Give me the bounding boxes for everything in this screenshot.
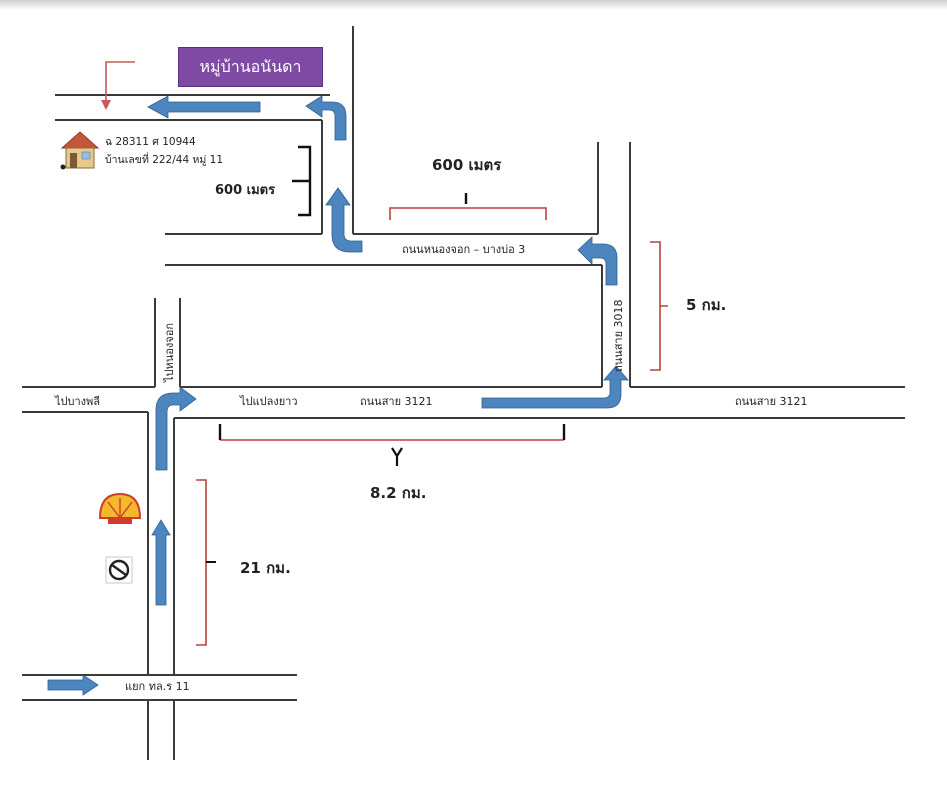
route-arrows	[47, 61, 629, 696]
arrow-right-bottom	[47, 674, 99, 696]
distance-brackets	[196, 145, 668, 646]
label-upper-road: ถนนหนองจอก – บางบ่อ 3	[402, 243, 525, 256]
pointer-arrowhead	[101, 100, 111, 110]
label-road-3018: ถนนสาย 3018	[612, 299, 625, 372]
gas-station-icon	[105, 556, 133, 584]
arrow-left-top	[147, 95, 261, 119]
bracket-top-600m	[389, 207, 547, 220]
label-road-3121-right: ถนนสาย 3121	[735, 395, 808, 408]
label-intersection: แยก ทล.ร 11	[125, 680, 190, 693]
label-to-nong-chok: ไปหนองจอก	[163, 323, 176, 383]
bracket-5km	[650, 241, 668, 371]
arrow-up-village-lower	[325, 187, 363, 253]
arrow-turn-left-upper	[577, 236, 618, 286]
bracket-8km-ends	[218, 424, 566, 440]
house-icon	[60, 131, 100, 170]
arrow-turn-up-3018	[481, 365, 629, 409]
brace-house-600m	[292, 145, 312, 217]
pointer-to-house	[105, 61, 135, 105]
bracket-8km-tick	[391, 447, 403, 466]
arrow-turn-right-3121	[155, 386, 197, 471]
label-distance-8km: 8.2 กม.	[370, 484, 426, 502]
bracket-21km	[196, 479, 207, 646]
village-sign: หมู่บ้านอนันดา	[178, 47, 323, 87]
label-road-3121-left: ถนนสาย 3121	[360, 395, 433, 408]
roads	[22, 26, 905, 760]
label-distance-house: 600 เมตร	[215, 183, 275, 198]
arrow-turn-left-village	[305, 95, 347, 141]
address-line-2: บ้านเลขที่ 222/44 หมู่ 11	[105, 154, 224, 166]
shell-logo-icon	[98, 492, 142, 524]
window-top-edge	[0, 0, 947, 10]
label-distance-21km: 21 กม.	[240, 559, 291, 577]
address-line-1: ฉ 28311 ศ 10944	[105, 136, 196, 148]
label-to-bang-phli: ไปบางพลี	[54, 395, 100, 408]
arrow-up-south-1	[151, 519, 171, 606]
label-distance-5km: 5 กม.	[686, 296, 726, 314]
label-distance-top: 600 เมตร	[432, 156, 502, 174]
house-address: ฉ 28311 ศ 10944 บ้านเลขที่ 222/44 หมู่ 1…	[105, 133, 223, 169]
label-to-plaeng-yao: ไปแปลงยาว	[239, 395, 298, 408]
